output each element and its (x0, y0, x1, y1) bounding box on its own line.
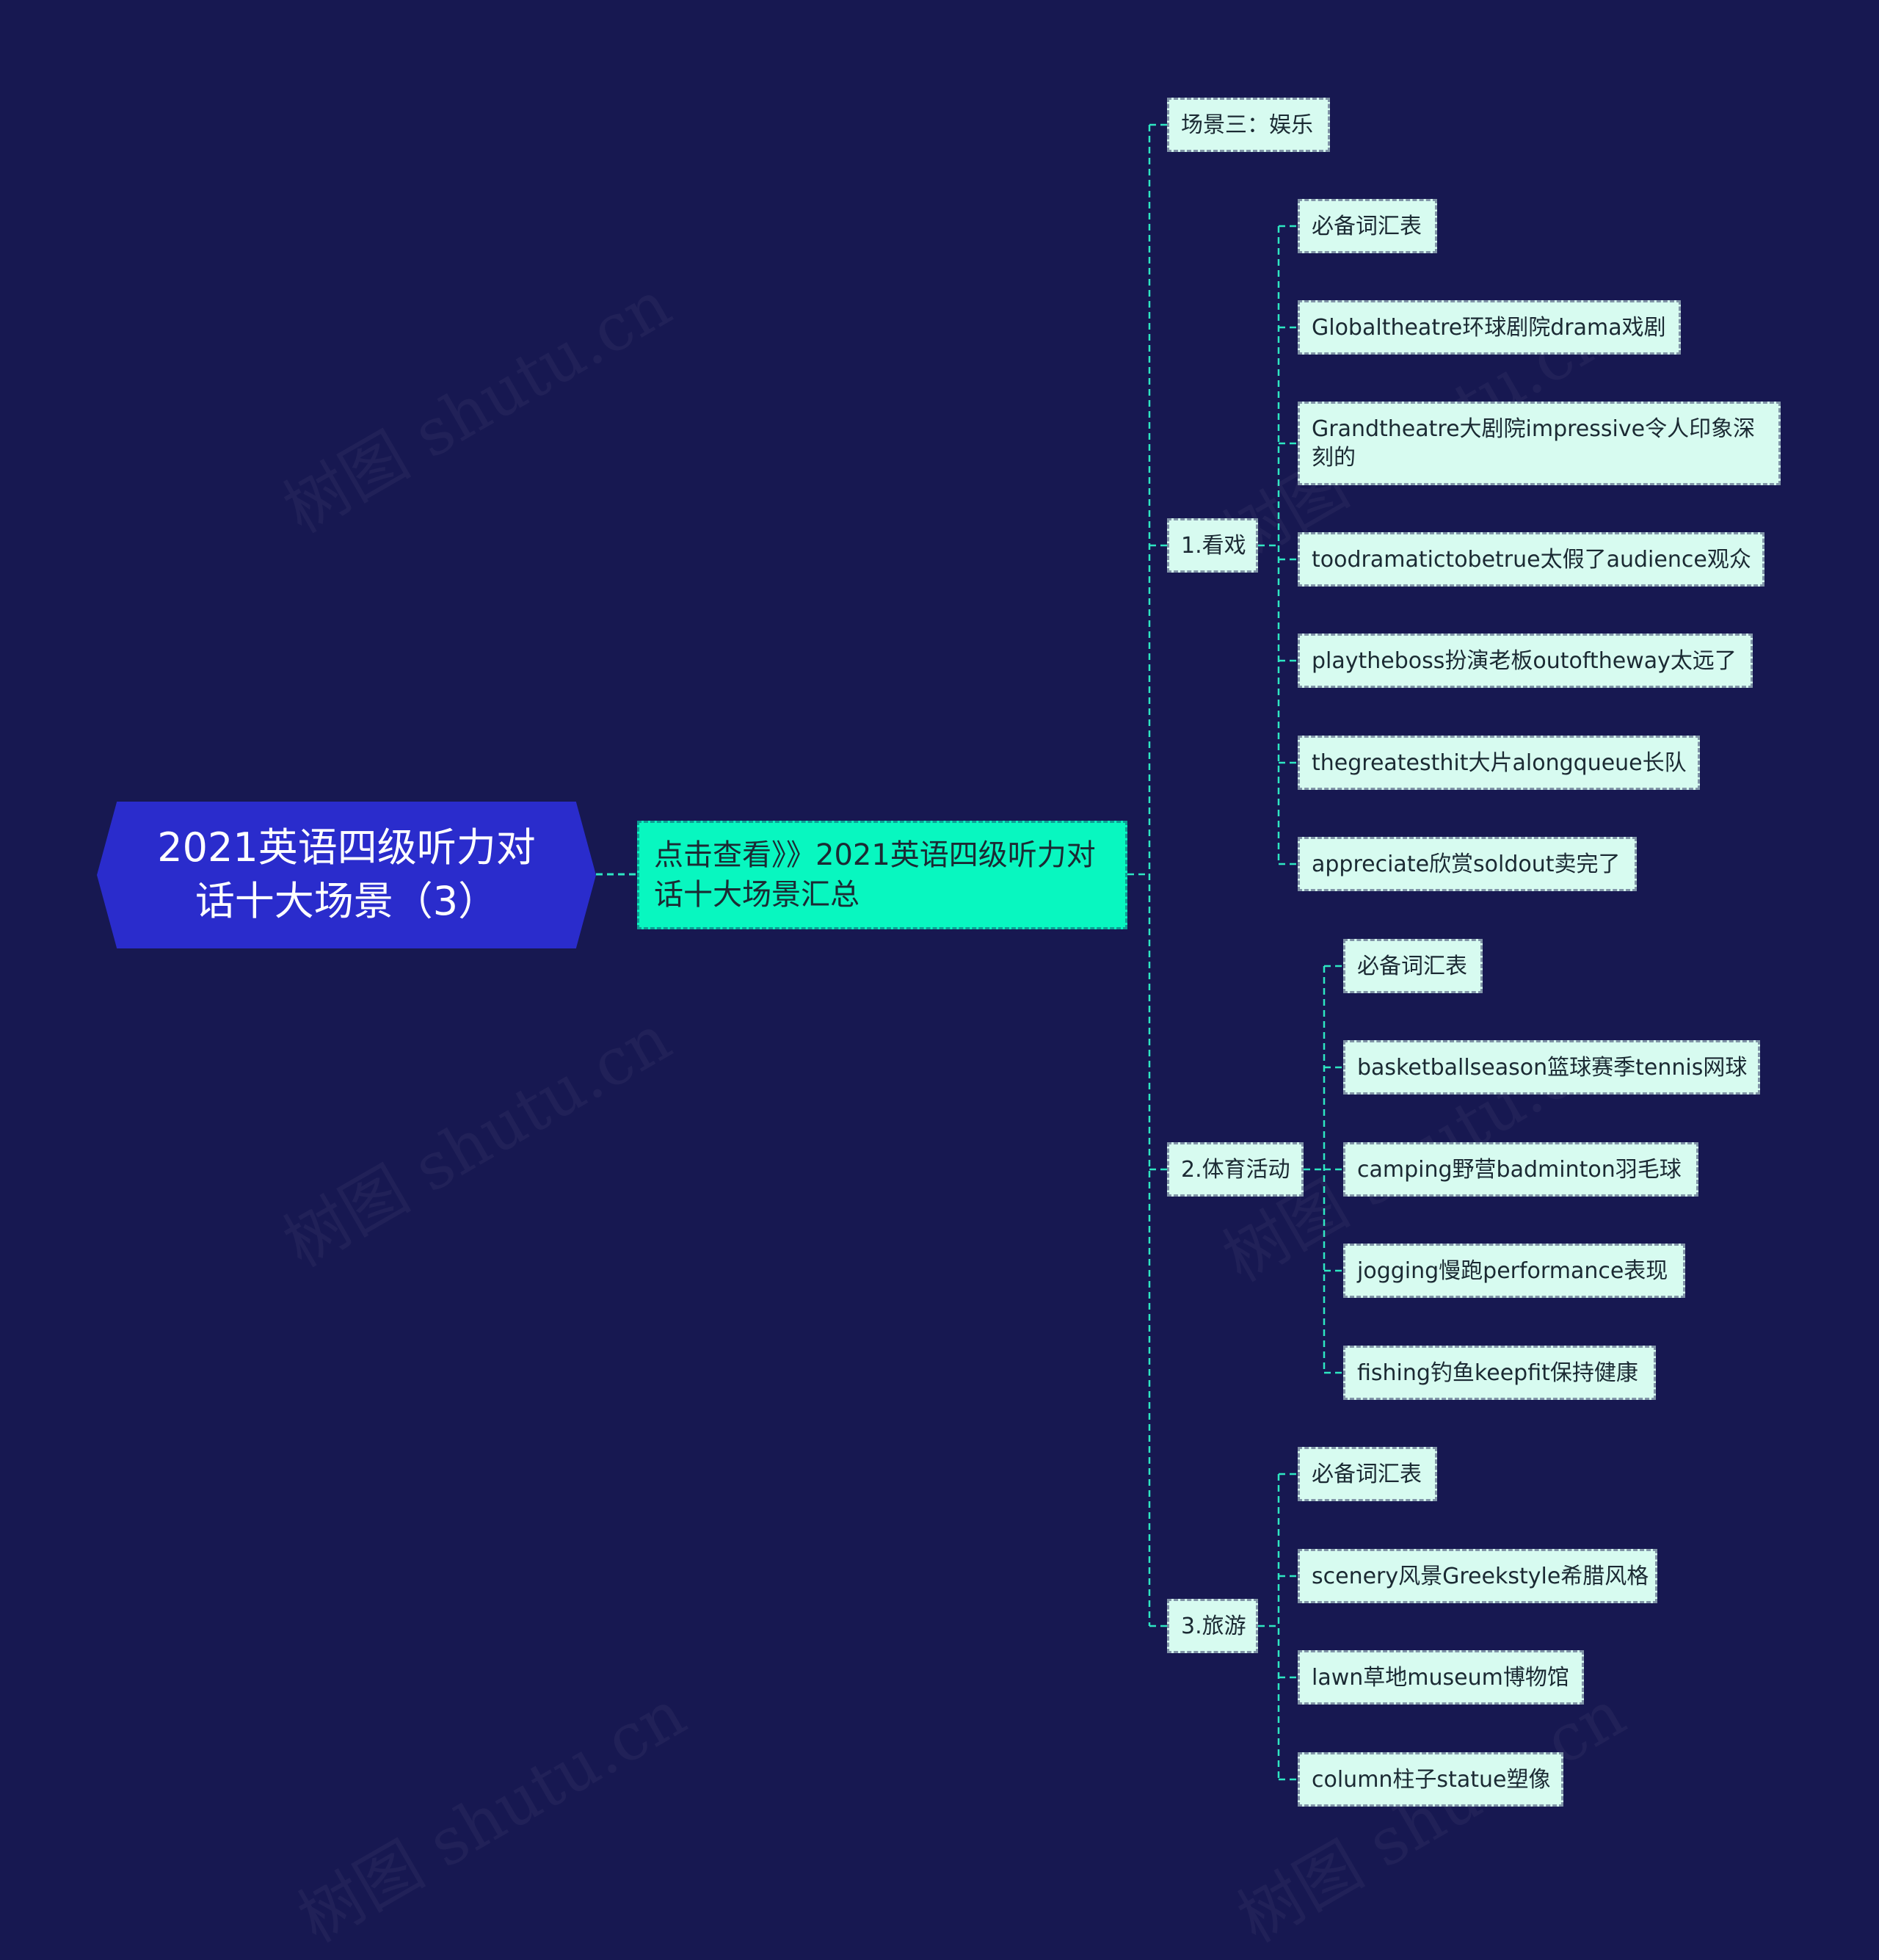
leaf-topic[interactable]: Grandtheatre大剧院impressive令人印象深刻的 (1298, 402, 1781, 485)
leaf-topic-label: scenery风景Greekstyle希腊风格 (1312, 1563, 1649, 1589)
leaf-topic-label: toodramatictobetrue太假了audience观众 (1312, 546, 1751, 573)
group-topic-label: 2.体育活动 (1181, 1156, 1290, 1183)
leaf-topic[interactable]: playtheboss扮演老板outoftheway太远了 (1298, 634, 1753, 688)
leaf-topic-label: 必备词汇表 (1312, 1461, 1422, 1487)
leaf-topic[interactable]: scenery风景Greekstyle希腊风格 (1298, 1549, 1657, 1603)
root-topic-label: 2021英语四级听力对话十大场景（3） (157, 824, 536, 924)
leaf-topic-label: Grandtheatre大剧院impressive令人印象深刻的 (1312, 416, 1756, 471)
leaf-topic-label: 必备词汇表 (1312, 213, 1422, 239)
group-topic-label: 3.旅游 (1181, 1613, 1246, 1639)
summary-link-label: 点击查看》》2021英语四级听力对话十大场景汇总 (654, 838, 1096, 912)
leaf-topic-label: Globaltheatre环球剧院drama戏剧 (1312, 314, 1666, 341)
root-topic[interactable]: 2021英语四级听力对话十大场景（3） (97, 802, 596, 948)
leaf-topic[interactable]: 必备词汇表 (1298, 1447, 1437, 1501)
group-topic-theatre[interactable]: 1.看戏 (1167, 518, 1258, 573)
group-topic-travel[interactable]: 3.旅游 (1167, 1599, 1258, 1653)
scene-topic-label: 场景三：娱乐 (1181, 112, 1313, 138)
leaf-topic[interactable]: Globaltheatre环球剧院drama戏剧 (1298, 300, 1681, 355)
leaf-topic[interactable]: appreciate欣赏soldout卖完了 (1298, 837, 1637, 891)
leaf-topic-label: basketballseason篮球赛季tennis网球 (1357, 1054, 1748, 1081)
leaf-topic-label: appreciate欣赏soldout卖完了 (1312, 851, 1621, 877)
summary-link-topic[interactable]: 点击查看》》2021英语四级听力对话十大场景汇总 (637, 821, 1127, 929)
leaf-topic[interactable]: basketballseason篮球赛季tennis网球 (1343, 1040, 1760, 1095)
leaf-topic[interactable]: camping野营badminton羽毛球 (1343, 1142, 1698, 1197)
leaf-topic[interactable]: lawn草地museum博物馆 (1298, 1650, 1584, 1705)
leaf-topic[interactable]: jogging慢跑performance表现 (1343, 1244, 1685, 1298)
leaf-topic-label: jogging慢跑performance表现 (1357, 1257, 1668, 1284)
leaf-topic-label: column柱子statue塑像 (1312, 1766, 1551, 1793)
leaf-topic[interactable]: thegreatesthit大片alongqueue长队 (1298, 736, 1700, 790)
group-topic-label: 1.看戏 (1181, 532, 1246, 559)
leaf-topic-label: lawn草地museum博物馆 (1312, 1664, 1569, 1691)
leaf-topic-label: 必备词汇表 (1357, 953, 1467, 979)
leaf-topic[interactable]: 必备词汇表 (1343, 939, 1483, 993)
leaf-topic[interactable]: fishing钓鱼keepfit保持健康 (1343, 1346, 1656, 1400)
group-topic-sports[interactable]: 2.体育活动 (1167, 1142, 1304, 1197)
leaf-topic[interactable]: column柱子statue塑像 (1298, 1752, 1563, 1807)
leaf-topic-label: thegreatesthit大片alongqueue长队 (1312, 749, 1687, 776)
leaf-topic[interactable]: 必备词汇表 (1298, 199, 1437, 253)
leaf-topic-label: camping野营badminton羽毛球 (1357, 1156, 1682, 1183)
scene-topic[interactable]: 场景三：娱乐 (1167, 98, 1330, 152)
leaf-topic-label: playtheboss扮演老板outoftheway太远了 (1312, 647, 1737, 674)
connector-lines (596, 123, 1343, 1781)
leaf-topic-label: fishing钓鱼keepfit保持健康 (1357, 1360, 1638, 1386)
leaf-topic[interactable]: toodramatictobetrue太假了audience观众 (1298, 532, 1764, 587)
